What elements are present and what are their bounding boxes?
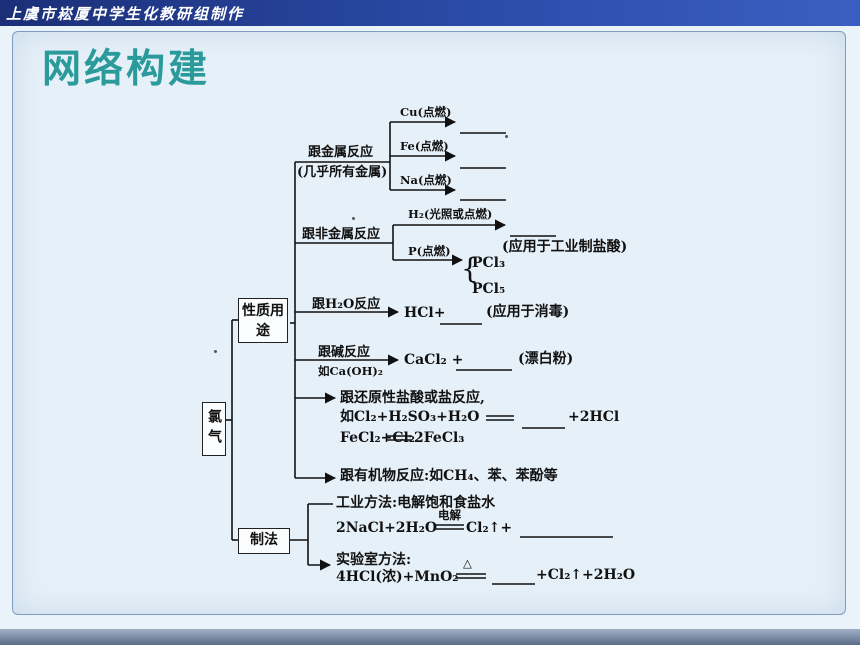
base-reaction-label: 跟碱反应 xyxy=(318,345,371,360)
industrial-method-label: 工业方法:电解饱和食盐水 xyxy=(336,495,496,511)
industrial-condition: 电解 xyxy=(438,508,461,522)
root-box-chlorine: 氯气 xyxy=(202,402,226,456)
reducing-eq2-left: FeCl₂+Cl₂ xyxy=(340,430,415,446)
reducing-eq1-right: +2HCl xyxy=(568,409,620,425)
lab-eq-right: +Cl₂↑+2H₂O xyxy=(536,567,636,583)
base-note: (漂白粉) xyxy=(518,351,574,367)
metal-fe: Fe(点燃) xyxy=(400,139,449,153)
metal-na: Na(点燃) xyxy=(400,173,452,187)
banner-text: 上虞市崧厦中学生化教研组制作 xyxy=(6,5,245,23)
nonmetal-p: P(点燃) xyxy=(408,244,451,258)
stray-dot xyxy=(214,350,217,353)
nonmetal-reaction-label: 跟非金属反应 xyxy=(302,227,381,242)
stray-dot xyxy=(352,217,355,220)
branch-box-properties: 性质用途 xyxy=(238,298,288,343)
header-banner: 上虞市崧厦中学生化教研组制作 xyxy=(0,0,860,26)
reducing-eq2-right: 2FeCl₃ xyxy=(414,430,465,446)
bottom-bar xyxy=(0,629,860,645)
page-title: 网络构建 xyxy=(42,47,211,92)
organic-reaction-label: 跟有机物反应:如CH₄、苯、苯酚等 xyxy=(340,468,558,484)
stray-dot xyxy=(505,135,508,138)
metal-reaction-sub: (几乎所有金属) xyxy=(297,165,388,180)
nonmetal-pcl3: PCl₃ xyxy=(472,255,506,271)
lab-condition: △ xyxy=(463,556,472,570)
brace-pcl: { xyxy=(461,252,479,285)
lab-method-label: 实验室方法: xyxy=(336,552,412,568)
content-frame xyxy=(12,31,846,615)
industrial-eq-left: 2NaCl+2H₂O xyxy=(336,520,438,536)
metal-reaction-label: 跟金属反应 xyxy=(308,145,374,160)
industrial-eq-right: Cl₂↑+ xyxy=(466,520,513,536)
nonmetal-h2: H₂(光照或点燃) xyxy=(408,207,493,221)
nonmetal-pcl5: PCl₅ xyxy=(472,281,506,297)
water-reaction-label: 跟H₂O反应 xyxy=(312,297,381,312)
reducing-eq1-left: 如Cl₂+H₂SO₃+H₂O xyxy=(340,409,480,425)
water-product: HCl+ xyxy=(404,305,446,321)
lab-eq-left: 4HCl(浓)+MnO₂ xyxy=(336,569,459,585)
base-reaction-sub: 如Ca(OH)₂ xyxy=(318,364,383,378)
base-product: CaCl₂ + xyxy=(404,352,464,368)
nonmetal-note: (应用于工业制盐酸) xyxy=(502,239,628,255)
metal-cu: Cu(点燃) xyxy=(400,105,452,119)
reducing-reaction-label: 跟还原性盐酸或盐反应, xyxy=(340,390,485,406)
water-note: (应用于消毒) xyxy=(486,304,570,320)
branch-box-preparation: 制法 xyxy=(238,528,290,554)
